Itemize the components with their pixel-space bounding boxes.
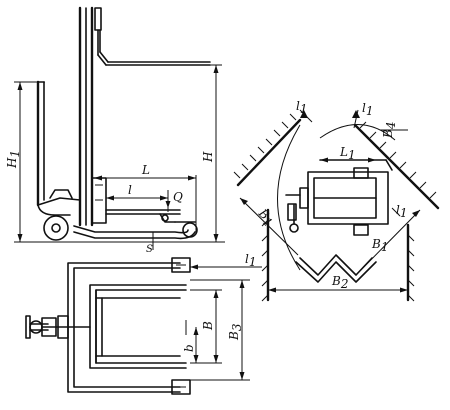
- label-H: H: [201, 151, 215, 163]
- dim-B1-right: B1: [355, 209, 421, 276]
- handle: [36, 80, 71, 216]
- truck-in-aisle: [285, 159, 393, 236]
- label-B: B: [201, 321, 215, 331]
- dim-l1-right: l1: [391, 203, 407, 220]
- dim-B: B: [190, 289, 222, 364]
- dim-l1-top: l1: [190, 252, 262, 270]
- label-B2: B2: [331, 274, 348, 291]
- fork-wheel-bottom: [171, 379, 191, 395]
- load-Q: Q: [165, 190, 183, 208]
- label-B4: B4: [381, 122, 398, 139]
- mast: [78, 6, 211, 227]
- dim-l1-b: l1: [352, 101, 373, 129]
- aisle-view: L1 l1 l1 B4 B1 B1: [233, 99, 440, 302]
- dim-L1: L1: [320, 145, 376, 163]
- side-view: H1 H L l Q: [5, 6, 225, 255]
- dim-l1-a: l1: [296, 99, 313, 123]
- dim-H: H: [200, 64, 222, 242]
- label-S: S: [146, 244, 153, 255]
- dim-B2: B2: [268, 274, 408, 293]
- carriage: [91, 177, 181, 224]
- label-b: b: [182, 344, 196, 352]
- label-l: l: [128, 183, 132, 197]
- dim-b: b: [182, 327, 199, 363]
- turning-arc: [277, 124, 301, 271]
- top-handle: [25, 315, 91, 339]
- dim-B3: B3: [190, 279, 250, 381]
- label-B1-left: B1: [253, 206, 277, 230]
- label-l1-a: l1: [296, 99, 307, 116]
- label-l1-right: l1: [396, 203, 407, 220]
- fork-wheel-top: [171, 257, 191, 273]
- right-wall: [353, 121, 440, 302]
- dim-L: L: [94, 163, 197, 232]
- top-view: l1 B3 B b: [25, 252, 262, 395]
- label-l1-top: l1: [245, 252, 256, 269]
- label-L1: L1: [339, 145, 356, 162]
- label-l1-b: l1: [362, 101, 373, 118]
- label-B3: B3: [227, 323, 244, 341]
- dim-S: S: [146, 232, 162, 255]
- chassis: [37, 189, 198, 240]
- label-L: L: [141, 163, 150, 177]
- dim-H1: H1: [5, 81, 45, 242]
- label-H1: H1: [5, 150, 22, 169]
- dim-B4: B4: [380, 122, 408, 139]
- dim-l: l: [106, 183, 169, 212]
- label-Q: Q: [173, 190, 183, 204]
- main-wheel: [43, 215, 69, 241]
- label-B1-right: B1: [371, 237, 388, 254]
